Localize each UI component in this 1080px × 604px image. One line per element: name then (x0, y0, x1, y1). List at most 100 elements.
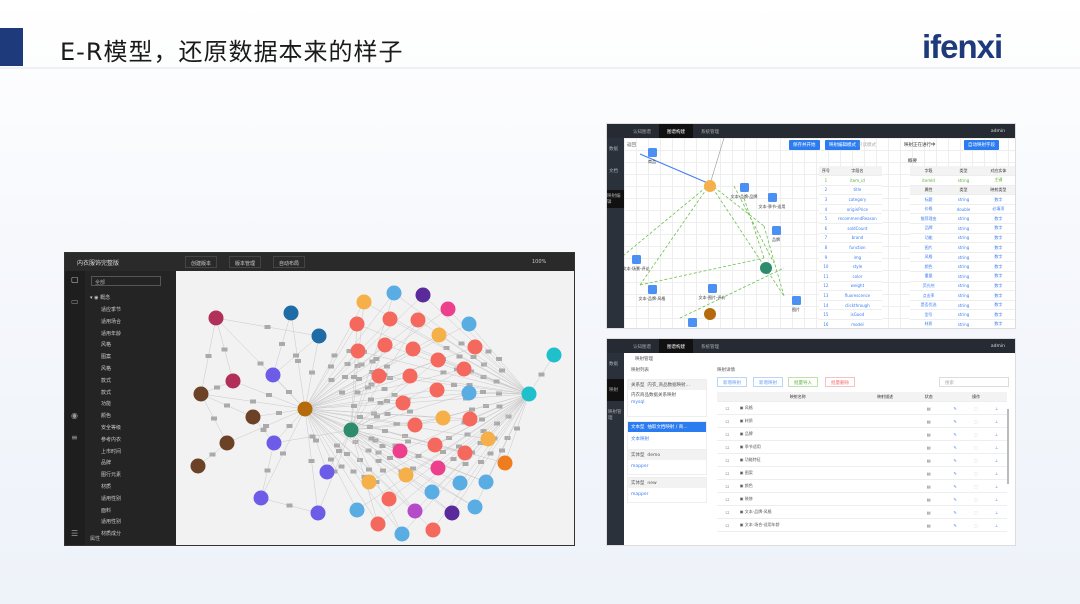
document-node[interactable] (648, 285, 657, 294)
scrollbar[interactable] (1007, 409, 1009, 484)
side-mapping-manage[interactable]: 映射管理 (608, 410, 622, 421)
delete-icon[interactable]: ⊥ (986, 427, 1007, 442)
graph-node[interactable] (266, 435, 282, 451)
document-node[interactable] (740, 183, 749, 192)
graph-node[interactable] (193, 386, 209, 402)
graph-node[interactable] (190, 458, 206, 474)
tree-item[interactable]: 上市时间 (101, 448, 122, 455)
graph-node[interactable] (208, 310, 224, 326)
create-version-button[interactable]: 创建版本 (185, 256, 218, 268)
table-row[interactable]: ☐▣ 季节适用▤✎▢⊥ (717, 440, 1007, 455)
add-mapping-button[interactable]: 新增映射 (717, 377, 747, 387)
tree-item[interactable]: 材质 (101, 484, 112, 490)
graph-node[interactable] (478, 474, 494, 490)
table-row[interactable]: ☐▣ 品牌▤✎▢⊥ (717, 427, 1007, 442)
tree-item[interactable]: 风格 (101, 342, 112, 349)
graph-node[interactable] (265, 367, 281, 383)
graph-node[interactable] (253, 490, 269, 506)
graph-node[interactable] (497, 455, 513, 471)
tab-build[interactable]: 图谱构建 (659, 339, 693, 353)
table-row[interactable]: ☐▣ 文本-品牌-风格▤✎▢⊥ (717, 505, 1007, 520)
tree-item[interactable]: 图案 (101, 354, 112, 361)
entity-node[interactable] (760, 262, 772, 274)
batch-import-button[interactable]: 批量导入 (788, 377, 818, 387)
graph-node[interactable] (467, 499, 483, 515)
graph-node[interactable] (430, 352, 446, 368)
table-row[interactable]: ☐▣ 材质▤✎▢⊥ (717, 414, 1007, 429)
graph-node[interactable] (440, 301, 456, 317)
tree-item[interactable]: 适用性别 (101, 519, 122, 526)
row-checkbox[interactable]: ☐ (717, 414, 738, 429)
edit-icon[interactable]: ✎ (945, 466, 966, 481)
graph-node[interactable] (361, 474, 377, 490)
copy-icon[interactable]: ▢ (965, 440, 987, 455)
user-menu[interactable]: admin (990, 344, 1005, 349)
delete-icon[interactable]: ⊥ (986, 440, 1007, 455)
copy-icon[interactable]: ▢ (965, 401, 987, 416)
card-link[interactable]: mapper (631, 464, 649, 469)
mapping-edge[interactable] (763, 225, 785, 297)
mapping-edge[interactable] (623, 183, 711, 256)
graph-node[interactable] (310, 505, 326, 521)
copy-icon[interactable]: ▢ (965, 414, 987, 429)
tree-item[interactable]: 适应季节 (101, 307, 122, 313)
copy-icon[interactable]: ▢ (965, 479, 987, 494)
graph-node[interactable] (377, 337, 393, 353)
row-checkbox[interactable]: ☐ (717, 453, 738, 468)
tree-item[interactable]: 面料 (101, 507, 112, 514)
graph-node[interactable] (405, 341, 421, 357)
card-link[interactable]: 文本映射 (631, 437, 649, 442)
delete-icon[interactable]: ⊥ (986, 414, 1007, 429)
table-row[interactable]: ☐▣ 装修▤✎▢⊥ (717, 492, 1007, 507)
add-mapping-button-2[interactable]: 新增映射 (753, 377, 783, 387)
graph-node[interactable] (415, 287, 431, 303)
card-link[interactable]: mapper (631, 492, 649, 497)
graph-node[interactable] (462, 411, 478, 427)
tree-item[interactable]: 款式 (101, 377, 112, 384)
side-data[interactable]: 数据 (609, 362, 618, 367)
edit-mode-button[interactable]: 映射编辑模式 (825, 140, 860, 150)
row-checkbox[interactable]: ☐ (717, 479, 738, 494)
auto-map-button[interactable]: 自动映射字段 (964, 140, 999, 150)
tab-cognition[interactable]: 认知图谱 (633, 345, 651, 350)
edit-icon[interactable]: ✎ (945, 479, 966, 494)
graph-node[interactable] (430, 460, 446, 476)
copy-icon[interactable]: ▢ (965, 492, 987, 507)
graph-node[interactable] (407, 417, 423, 433)
row-checkbox[interactable]: ☐ (717, 427, 738, 442)
breadcrumb[interactable]: 映射管理 (635, 357, 653, 362)
edit-icon[interactable]: ✎ (945, 414, 966, 429)
target-icon[interactable]: ◉ (71, 411, 78, 420)
mapping-edge[interactable] (733, 185, 775, 264)
edit-icon[interactable]: ✎ (945, 440, 966, 455)
monitor-icon[interactable]: ▭ (71, 297, 79, 306)
graph-node[interactable] (225, 373, 241, 389)
delete-icon[interactable]: ⊥ (986, 479, 1007, 494)
mapping-edge[interactable] (639, 153, 711, 185)
edit-icon[interactable]: ✎ (945, 518, 966, 533)
save-start-button[interactable]: 保存并开始 (789, 140, 820, 150)
graph-node[interactable] (311, 328, 327, 344)
copy-icon[interactable]: ▢ (965, 453, 987, 468)
graph-node[interactable] (546, 347, 562, 363)
tab-cognition[interactable]: 认知图谱 (633, 130, 651, 135)
delete-icon[interactable]: ⊥ (986, 401, 1007, 416)
graph-node[interactable] (319, 464, 335, 480)
row-checkbox[interactable]: ☐ (717, 440, 738, 455)
graph-node[interactable] (349, 502, 365, 518)
mapping-edge[interactable] (679, 267, 785, 319)
